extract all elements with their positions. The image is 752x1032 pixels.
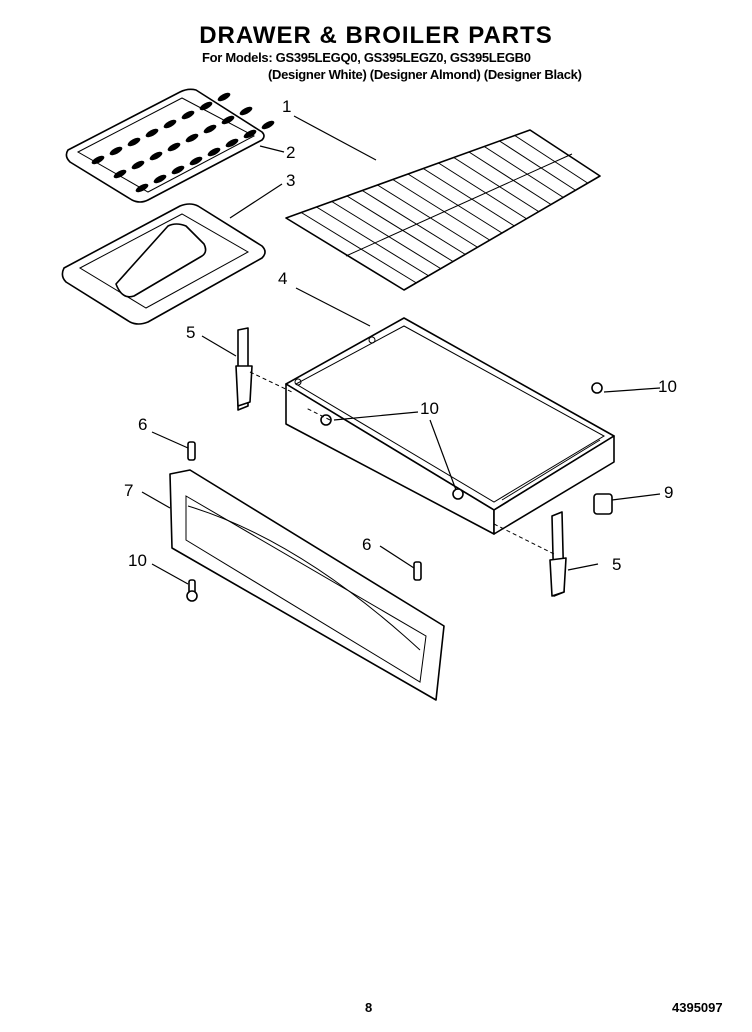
grid-slot [149, 151, 163, 161]
broiler-grid [65, 88, 275, 203]
screw-10-right [591, 382, 603, 394]
callout-7: 7 [124, 481, 133, 500]
grid-slot [217, 92, 231, 102]
leader-lines [141, 115, 661, 585]
callout-2: 2 [286, 143, 295, 162]
rack-bars [300, 135, 589, 284]
grid-slot [91, 155, 105, 165]
rack-bar [331, 201, 442, 270]
callout-1: 1 [282, 97, 291, 116]
callout-10-right: 10 [658, 377, 677, 396]
drawer-slide-right [549, 511, 567, 597]
callout-3: 3 [286, 171, 295, 190]
page-title: DRAWER & BROILER PARTS [199, 22, 553, 49]
callout-10-center: 10 [420, 399, 439, 418]
rack-bar [392, 179, 491, 241]
rack-bar [300, 212, 417, 284]
rack-bar [422, 168, 515, 227]
grid-slot [189, 156, 203, 166]
callout-10-left: 10 [128, 551, 147, 570]
grid-slot [145, 128, 159, 138]
grid-slot [203, 124, 217, 134]
rack-bar [316, 206, 429, 277]
grid-slot [131, 160, 145, 170]
rack-bar [407, 173, 503, 234]
document-number: 4395097 [672, 1000, 723, 1015]
grid-slot [163, 119, 177, 129]
grid-slot [167, 142, 181, 152]
grid-slot [243, 129, 257, 139]
callout-9: 9 [664, 483, 673, 502]
callout-5-left: 5 [186, 323, 195, 342]
rack-bar [483, 146, 564, 198]
screw-6-left [187, 441, 196, 461]
drawer-body [285, 317, 615, 535]
grid-slot [109, 146, 123, 156]
grid-slot [127, 137, 141, 147]
screw-10-bottom [186, 579, 198, 602]
grid-slot [239, 106, 253, 116]
rack-bar [499, 140, 576, 191]
rack-bar [438, 162, 527, 220]
rack-bar [468, 151, 552, 205]
grid-slot [207, 147, 221, 157]
broiler-pan [61, 203, 266, 325]
model-list: For Models: GS395LEGQ0, GS395LEGZ0, GS39… [202, 50, 531, 65]
model-variants: (Designer White) (Designer Almond) (Desi… [268, 67, 582, 82]
slide-bracket-9 [593, 493, 613, 515]
rack-bar [514, 135, 589, 184]
grid-slot [135, 183, 149, 193]
callout-4: 4 [278, 269, 287, 288]
grid-slot [199, 101, 213, 111]
grid-slot [113, 169, 127, 179]
rack-bar [361, 190, 466, 255]
grid-slot [181, 110, 195, 120]
drawer-slide-left [235, 327, 253, 411]
grid-slot [261, 120, 275, 130]
grid-slot [225, 138, 239, 148]
callout-6-right: 6 [362, 535, 371, 554]
rack-bar [453, 157, 540, 213]
callout-6-left: 6 [138, 415, 147, 434]
grid-slots [91, 92, 275, 193]
screw-10-drawer-front [452, 488, 464, 500]
grid-slot [221, 115, 235, 125]
callout-5-right: 5 [612, 555, 621, 574]
drawer-front-panel [169, 469, 445, 701]
screw-6-right [413, 561, 422, 581]
grid-slot [185, 133, 199, 143]
grid-slot [153, 174, 167, 184]
grid-slot [171, 165, 185, 175]
rack-bar [346, 195, 454, 262]
rack-bar [377, 184, 478, 248]
screw-10-drawer-left [320, 414, 332, 426]
page-number: 8 [365, 1000, 373, 1015]
oven-rack [285, 129, 601, 291]
